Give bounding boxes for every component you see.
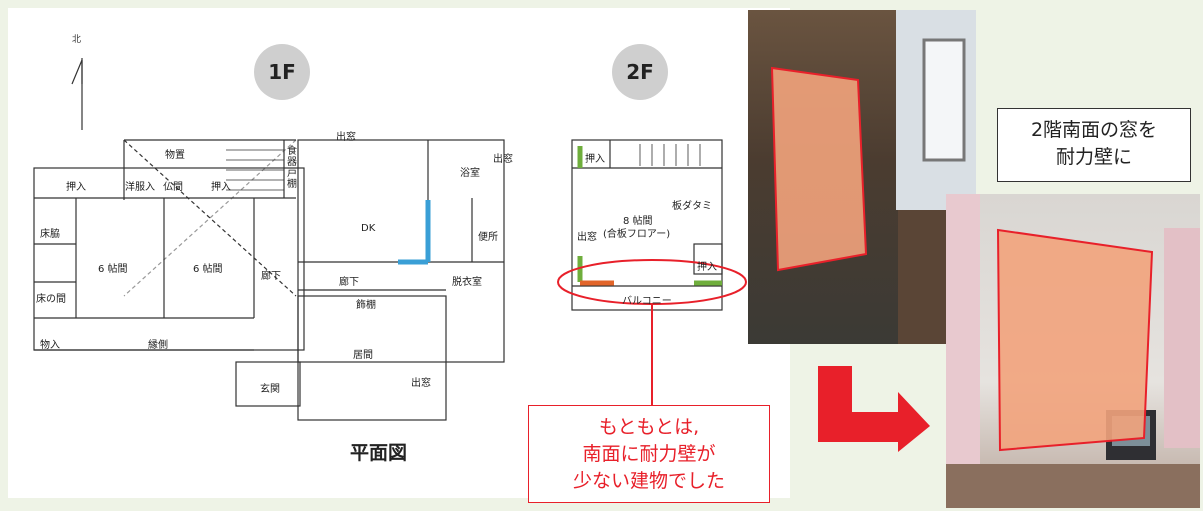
room-label: 食器戸棚	[287, 146, 297, 190]
room-label: 居間	[353, 350, 373, 361]
room-label: 飾棚	[356, 300, 376, 311]
room-label: 押入	[585, 154, 605, 165]
room-label: 押入	[66, 182, 86, 193]
photo-window-before	[748, 10, 976, 344]
room-label: 出窓	[411, 378, 431, 389]
callout-line: 2階南面の窓を	[1030, 119, 1158, 141]
callout-line: 少ない建物でした	[572, 470, 725, 492]
room-label: 玄関	[260, 384, 280, 395]
room-label: 出窓	[336, 132, 356, 143]
transition-arrow-icon	[818, 366, 930, 452]
room-label: 出窓	[577, 232, 597, 243]
callout-original-condition: もともとは, 南面に耐力壁が 少ない建物でした	[528, 405, 770, 503]
room-label: 6 帖間	[98, 264, 128, 275]
room-label: 押入	[211, 182, 231, 193]
room-label: 浴室	[460, 168, 480, 179]
photo-wall-after	[946, 194, 1200, 508]
room-label: バルコニー	[622, 296, 672, 307]
room-label: (合板フロアー)	[603, 229, 671, 240]
building-2f-outline	[571, 139, 723, 311]
room-label: 6 帖間	[193, 264, 223, 275]
room-label: 押入	[697, 262, 717, 273]
room-label: 廊下	[339, 277, 359, 288]
callout-line: 耐力壁に	[1055, 146, 1132, 168]
building-1f-east-outline	[297, 139, 505, 363]
callout-line: もともとは,	[598, 416, 700, 438]
room-label: 物入	[40, 340, 60, 351]
room-label: 仏間	[163, 182, 183, 193]
room-label: 床の間	[36, 294, 66, 305]
photo-wall-after-drawing	[946, 194, 1200, 508]
plan-title: 平面図	[350, 442, 408, 464]
photo-window-before-drawing	[770, 10, 976, 344]
callout-retrofit: 2階南面の窓を 耐力壁に	[997, 108, 1191, 182]
floor-1-badge: 1F	[254, 44, 310, 100]
floor-plan-drawing	[33, 58, 747, 421]
room-label: 縁側	[148, 340, 168, 351]
room-label: 8 帖間	[623, 216, 653, 227]
room-label: 廊下	[261, 271, 281, 282]
room-label: DK	[361, 223, 376, 234]
room-label: 洋服入	[125, 182, 155, 193]
room-label: 便所	[478, 232, 498, 243]
floor-2-badge: 2F	[612, 44, 668, 100]
room-label: 物置	[165, 150, 185, 161]
room-label: 出窓	[493, 154, 513, 165]
room-label: 床脇	[40, 229, 60, 240]
room-label: 脱衣室	[452, 277, 482, 288]
callout-line: 南面に耐力壁が	[582, 443, 716, 465]
building-1f-outline	[33, 167, 305, 351]
building-1f-south-outline	[297, 295, 447, 421]
north-mark: 北	[72, 35, 82, 45]
room-label: 板ダタミ	[672, 201, 712, 212]
